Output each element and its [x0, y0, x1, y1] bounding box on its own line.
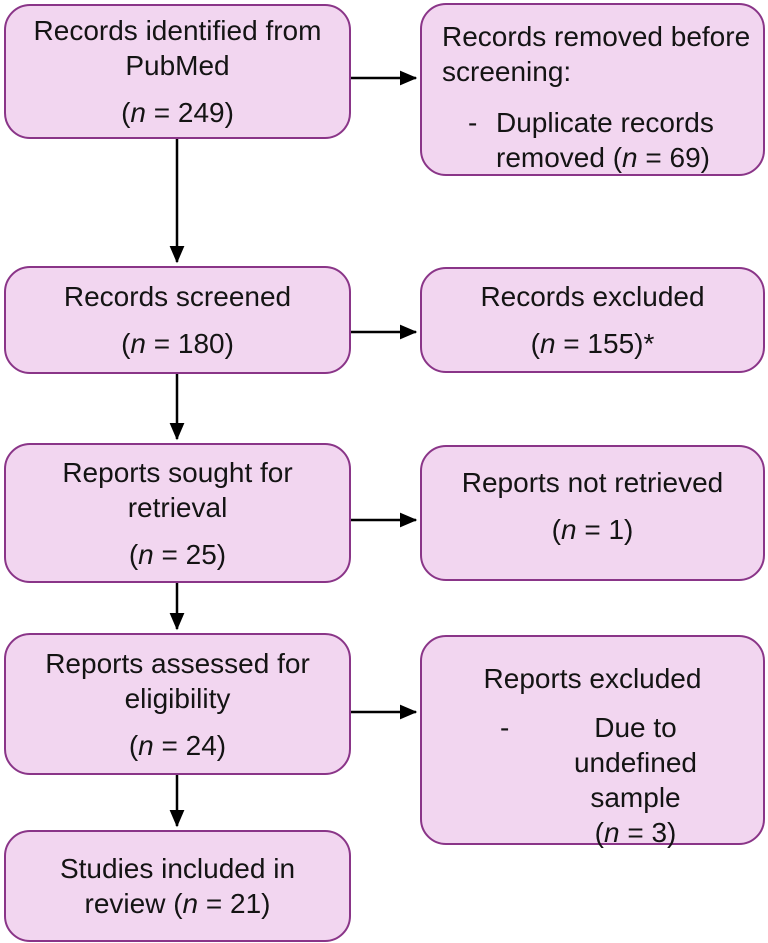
count-value: = 24): [153, 729, 227, 761]
count-open: (: [121, 328, 131, 359]
count-n: n: [622, 142, 638, 173]
count-line: (n = 249): [22, 95, 333, 130]
box-reports-excluded: Reports excluded - Due to undefined samp…: [420, 635, 765, 848]
count-line: (n = 1): [438, 512, 747, 547]
count-open: (: [128, 538, 139, 570]
count-line: (n = 155)*: [438, 326, 747, 361]
bullet-item: - Duplicate records removed (n = 69): [468, 105, 755, 175]
box-records-screened: Records screened (n = 180): [4, 266, 351, 374]
box-line: PubMed: [125, 50, 230, 81]
bullet-line1: Duplicate records: [496, 107, 714, 138]
box-line: eligibility: [124, 682, 231, 714]
bullet-line1: Due to undefined: [573, 712, 697, 778]
bullet-line2: sample: [590, 782, 681, 813]
box-records-identified: Records identified from PubMed (n = 249): [4, 4, 351, 139]
count-value: = 69): [637, 142, 711, 173]
bullet-dash: -: [500, 712, 510, 743]
count-open: (: [121, 97, 131, 128]
bullet-text: Duplicate records removed (n = 69): [496, 105, 714, 175]
box-line: Records identified from: [33, 15, 322, 46]
count-open: (: [594, 817, 604, 848]
count-n: n: [560, 514, 577, 545]
count-value: = 25): [153, 538, 227, 570]
box-studies-included: Studies included in review (n = 21): [4, 830, 351, 942]
count-n: n: [138, 729, 154, 761]
bullet-item: - Due to undefined sample (n = 3): [500, 710, 739, 850]
box-line: Reports assessed for: [45, 647, 310, 679]
box-line: Studies included in: [59, 853, 296, 884]
count-value: = 3): [619, 817, 677, 848]
count-open: review (: [84, 888, 183, 919]
box-line: review (n = 21): [22, 886, 333, 921]
count-line: (n = 25): [22, 537, 333, 572]
count-value: = 249): [145, 97, 234, 128]
count-line: (n = 24): [22, 728, 333, 763]
box-records-removed-before-screening: Records removed before screening: - Dupl…: [420, 3, 765, 176]
box-line: Reports excluded: [483, 663, 702, 694]
box-reports-not-retrieved: Reports not retrieved (n = 1): [420, 445, 765, 581]
count-open: removed (: [496, 142, 623, 173]
count-line: (n = 180): [22, 326, 333, 361]
box-reports-sought: Reports sought for retrieval (n = 25): [4, 443, 351, 583]
count-n: n: [130, 97, 146, 128]
box-line: Records removed before: [442, 21, 751, 52]
count-n: n: [539, 328, 556, 359]
box-line: Records screened: [63, 281, 292, 312]
box-records-excluded: Records excluded (n = 155)*: [420, 267, 765, 373]
count-n: n: [130, 328, 146, 359]
box-line: retrieval: [127, 491, 228, 523]
box-line: Reports not retrieved: [461, 467, 724, 498]
box-line: Reports sought for: [62, 456, 293, 488]
count-open: (: [551, 514, 561, 545]
count-open: (: [530, 328, 540, 359]
box-line: screening:: [442, 56, 572, 87]
count-value: = 21): [198, 888, 271, 919]
count-n: n: [603, 817, 620, 848]
count-n: n: [182, 888, 199, 919]
count-value: = 180): [145, 328, 234, 359]
box-line: Records excluded: [480, 281, 705, 312]
count-value: = 1): [576, 514, 634, 545]
bullet-dash: -: [468, 107, 478, 138]
bullet-text: Due to undefined sample (n = 3): [532, 710, 739, 850]
count-value: = 155)*: [555, 328, 655, 359]
box-reports-assessed: Reports assessed for eligibility (n = 24…: [4, 633, 351, 775]
count-n: n: [138, 538, 154, 570]
count-open: (: [128, 729, 139, 761]
